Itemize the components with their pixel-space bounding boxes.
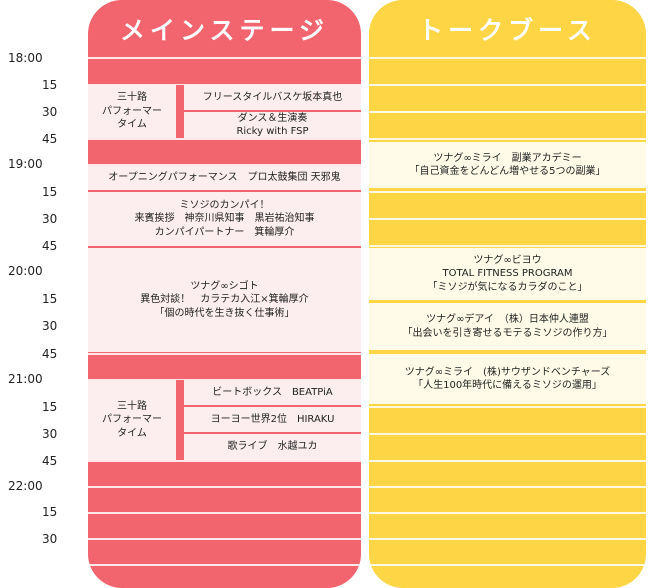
divider	[176, 380, 184, 460]
grid-line	[88, 84, 361, 86]
performer-time-label-1: 三十路 パフォーマー タイム	[102, 92, 162, 131]
time-label-1945: 45	[42, 239, 58, 253]
grid-line	[88, 564, 361, 566]
talk-session-matchmaking: ツナグ∞デアイ （株）日本仲人連盟 「出会いを引き寄せるモテるミソジの作り方」	[369, 303, 646, 350]
time-label-2115: 15	[42, 400, 58, 414]
time-label-1915: 15	[42, 185, 58, 199]
performance-beatbox: ビートボックス BEATPiA	[212, 386, 333, 398]
grid-line	[369, 460, 646, 462]
grid-line	[369, 57, 646, 59]
performer-time-block-1: 三十路 パフォーマー タイム フリースタイルバスケ坂本真也 ダンス＆生演奏 Ri…	[88, 85, 361, 138]
time-label-2000: 20:00	[8, 264, 43, 278]
grid-line	[369, 84, 646, 86]
grid-line	[88, 379, 361, 381]
grid-line	[369, 406, 646, 408]
grid-line	[88, 164, 361, 166]
time-label-2130: 30	[42, 427, 58, 441]
opening-performance: オープニングパフォーマンス プロ太鼓集団 天邪鬼	[88, 166, 361, 190]
talk-booth-column: トークブース ツナグ∞ミライ 副業アカデミー 「自己資金をどんどん増やせる5つの…	[369, 0, 646, 588]
time-label-1930: 30	[42, 212, 58, 226]
misoji-kanpai: ミソジのカンパイ！ 来賓挨拶 神奈川県知事 黒岩祐治知事 カンパイパートナー 箕…	[88, 192, 361, 246]
time-label-2230: 30	[42, 532, 58, 546]
performer-time-label-2: 三十路 パフォーマー タイム	[102, 400, 162, 439]
time-label-2145: 45	[42, 454, 58, 468]
grid-line	[88, 460, 361, 462]
time-label-2030: 30	[42, 319, 58, 333]
grid-line	[88, 486, 361, 488]
divider	[184, 432, 361, 434]
time-label-2045: 45	[42, 347, 58, 361]
grid-line	[369, 486, 646, 488]
grid-line	[369, 433, 646, 435]
special-talk-session: ツナグ∞シゴト 異色対談！ カラテカ入江×箕輪厚介 「個の時代を生き抜く仕事術」	[88, 248, 361, 352]
time-label-1900: 19:00	[8, 157, 43, 171]
grid-line	[88, 512, 361, 514]
grid-line	[369, 512, 646, 514]
performance-dance-live: ダンス＆生演奏 Ricky with FSP	[236, 112, 309, 138]
grid-line	[369, 245, 646, 247]
grid-line	[369, 218, 646, 220]
talk-session-fitness: ツナグ∞ビヨウ TOTAL FITNESS PROGRAM 「ミソジが気になるカ…	[369, 248, 646, 300]
grid-line	[369, 191, 646, 193]
talk-booth-title: トークブース	[418, 16, 597, 45]
performance-yoyo: ヨーヨー世界2位 HIRAKU	[210, 413, 335, 425]
performer-time-block-2: 三十路 パフォーマー タイム ビートボックス BEATPiA ヨーヨー世界2位 …	[88, 380, 361, 460]
grid-line	[88, 353, 361, 355]
divider	[176, 85, 184, 138]
time-label-1800: 18:00	[8, 51, 43, 65]
grid-line	[88, 57, 361, 59]
performance-song-live: 歌ライブ 水越ユカ	[227, 441, 318, 453]
talk-session-side-business: ツナグ∞ミライ 副業アカデミー 「自己資金をどんどん増やせる5つの副業」	[369, 142, 646, 188]
time-label-2215: 15	[42, 505, 58, 519]
grid-line	[88, 138, 361, 140]
time-label-1845: 45	[42, 132, 58, 146]
time-label-2015: 15	[42, 292, 58, 306]
time-label-1815: 15	[42, 78, 58, 92]
time-label-2200: 22:00	[8, 479, 43, 493]
talk-session-asset-management: ツナグ∞ミライ (株)サウザンドベンチャーズ 「人生100年時代に備えるミソジの…	[369, 354, 646, 404]
time-label-2100: 21:00	[8, 372, 43, 386]
grid-line	[369, 538, 646, 540]
main-stage-column: メインステージ 三十路 パフォーマー タイム フリースタイルバスケ坂本真也 ダン…	[88, 0, 361, 588]
divider	[184, 405, 361, 407]
performance-freestyle-basketball: フリースタイルバスケ坂本真也	[202, 91, 343, 103]
grid-line	[369, 564, 646, 566]
grid-line	[369, 111, 646, 113]
grid-line	[369, 138, 646, 140]
main-stage-title: メインステージ	[119, 16, 329, 45]
grid-line	[88, 538, 361, 540]
divider	[184, 110, 361, 112]
time-label-1830: 30	[42, 105, 58, 119]
